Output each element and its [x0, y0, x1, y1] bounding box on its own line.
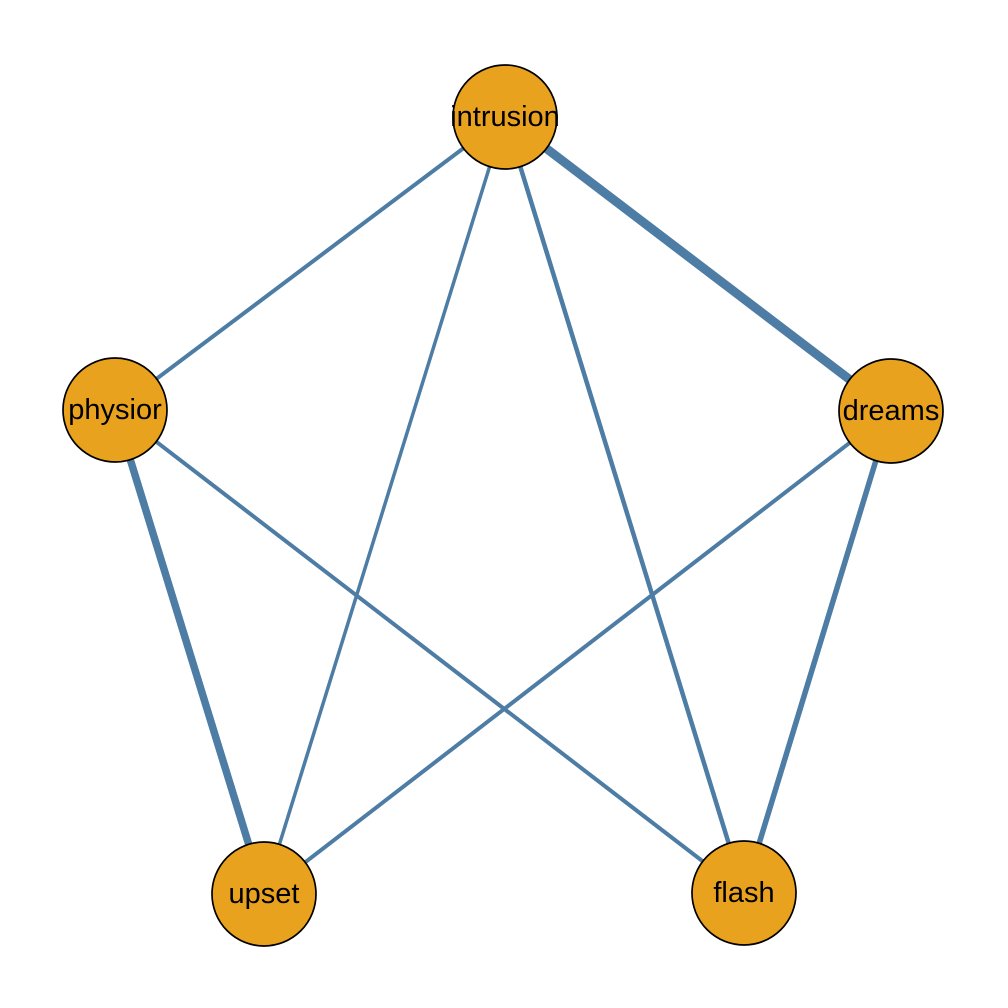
node-dreams: dreams: [838, 358, 944, 464]
edge-intrusion-upset: [262, 116, 507, 895]
node-physior: physior: [62, 357, 168, 463]
edge-intrusion-physior: [113, 115, 507, 412]
node-label-intrusion: intrusion: [450, 101, 560, 133]
node-upset: upset: [211, 841, 317, 947]
node-label-physior: physior: [68, 394, 162, 426]
edge-physior-upset: [111, 408, 268, 896]
edge-intrusion-flash: [502, 116, 747, 894]
node-circle-physior: [62, 357, 168, 463]
edge-dreams-upset: [262, 409, 893, 896]
node-label-flash: flash: [713, 877, 774, 909]
node-flash: flash: [691, 840, 797, 946]
nodes-layer: intrusion physior dreams upset flash: [62, 64, 944, 947]
node-circle-flash: [691, 840, 797, 946]
node-label-dreams: dreams: [843, 395, 940, 427]
edge-dreams-flash: [741, 410, 894, 894]
edge-physior-flash: [113, 408, 746, 895]
edges-layer: [111, 113, 894, 896]
node-circle-intrusion: [452, 64, 558, 170]
node-intrusion: intrusion: [450, 64, 560, 170]
node-circle-upset: [211, 841, 317, 947]
edge-intrusion-dreams: [502, 113, 894, 415]
node-label-upset: upset: [229, 878, 300, 910]
node-circle-dreams: [838, 358, 944, 464]
